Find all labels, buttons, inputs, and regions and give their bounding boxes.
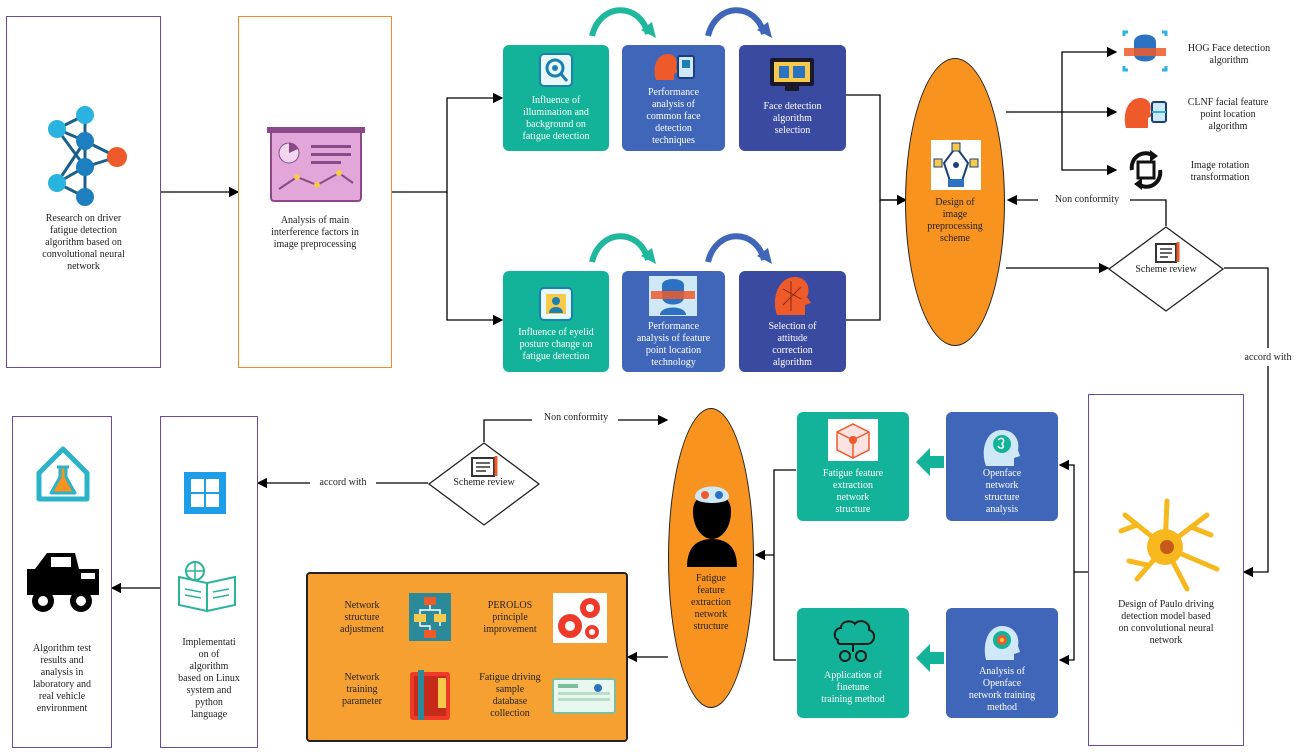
user-focus-icon [539,287,573,321]
perolos-label: PEROLOS principle improvement [483,600,537,635]
book-ball-icon [178,561,236,613]
windows-icon [184,472,226,514]
optimization-panel: Network structure adjustment PEROLOS pri… [306,572,628,742]
research-panel: Research on driver fatigue detection alg… [6,16,161,368]
target-head-icon [984,626,1020,660]
perf-feature-label: Performance analysis of feature point lo… [636,321,711,368]
eyelid-label: Influence of eyelid posture change on fa… [518,327,594,362]
perf-feature-box: Performance analysis of feature point lo… [622,271,725,372]
accord-right-label: accord with [1238,352,1298,364]
accord-bottom-label: accord with [319,477,367,488]
algo-test-panel: Algorithm test results and analysis in l… [12,416,112,748]
fatigue-struct-label: Fatigue feature extraction network struc… [822,468,884,515]
head-profile-icon [775,277,811,315]
head-scan-icon [1124,98,1167,128]
cube-network-icon [828,419,878,461]
attitude-label: Selection of attitude correction algorit… [768,321,817,368]
openface-struct-label: Openface network structure analysis [982,468,1022,515]
finetune-box: Application of finetune training method [797,608,909,718]
analysis-panel: Analysis of main interference factors in… [238,16,392,368]
presentation-board-icon [267,127,365,202]
pen-tool-icon [931,140,981,190]
openface-train-label: Analysis of Openface network training me… [968,666,1036,713]
flowchart-icon [409,593,451,641]
paulo-label: Design of Paulo driving detection model … [1118,599,1214,646]
net-train-label: Network training parameter [342,672,382,707]
research-label: Research on driver fatigue detection alg… [42,213,125,272]
fatigue-center-capsule: Fatigue feature extraction network struc… [668,408,754,708]
perf-face-box: Performance analysis of common face dete… [622,45,725,151]
face-detection-icon [1122,30,1168,72]
face-select-label: Face detection algorithm selection [763,101,822,136]
face-select-box: Face detection algorithm selection [739,45,846,151]
brain-gears-icon [833,620,875,662]
fatigue-struct-box: Fatigue feature extraction network struc… [797,412,909,521]
scheme-review-bottom-diamond [427,442,541,526]
hog-label: HOG Face detection algorithm [1187,43,1271,66]
implementation-label: Implementati on of algorithm based on Li… [178,637,240,720]
non-conformity-bottom-label: Non conformity [543,412,609,423]
rotation-label: Image rotation transformation [1190,160,1250,183]
truck-icon [27,553,99,612]
rotate-icon [1129,150,1163,190]
scheme-review-top-diamond [1107,226,1225,312]
fatigue-center-label: Fatigue feature extraction network struc… [691,573,731,632]
attitude-box: Selection of attitude correction algorit… [739,271,846,372]
openface-struct-box: Openface network structure analysis [946,412,1058,521]
fatigue-db-label: Fatigue driving sample database collecti… [479,672,541,719]
person-brain-icon [687,486,737,567]
openface-train-box: Analysis of Openface network training me… [946,608,1058,718]
brain-head-icon [983,430,1020,466]
gears-icon [553,593,607,643]
analysis-label: Analysis of main interference factors in… [271,215,359,250]
design-preprocessing-capsule: Design of image preprocessing scheme [905,58,1005,346]
algo-test-label: Algorithm test results and analysis in l… [32,643,92,714]
lab-flask-icon [36,446,90,502]
implementation-panel: Implementati on of algorithm based on Li… [160,416,258,748]
clnf-label: CLNF facial feature point location algor… [1187,97,1269,132]
magnifier-face-icon [539,53,573,87]
illumination-box: Influence of illumination and background… [503,45,609,151]
scheme-review-bottom-label: Scheme review [453,477,515,488]
neural-network-icon [48,106,127,206]
illumination-label: Influence of illumination and background… [522,95,590,142]
eyelid-box: Influence of eyelid posture change on fa… [503,271,609,372]
design-preproc-label: Design of image preprocessing scheme [927,197,983,244]
finetune-label: Application of finetune training method [821,670,885,705]
neuron-icon [1118,498,1220,592]
face-recognition-icon [649,276,697,316]
monitor-icon [770,58,814,91]
books-icon [410,670,450,720]
non-conformity-top-label: Non conformity [1054,194,1120,205]
scheme-review-top-label: Scheme review [1135,264,1197,275]
perf-face-label: Performance analysis of common face dete… [646,87,701,146]
net-adjust-label: Network structure adjustment [340,600,384,635]
paulo-panel: Design of Paulo driving detection model … [1088,394,1244,746]
database-screen-icon [552,678,616,714]
face-scan-icon [654,54,695,80]
